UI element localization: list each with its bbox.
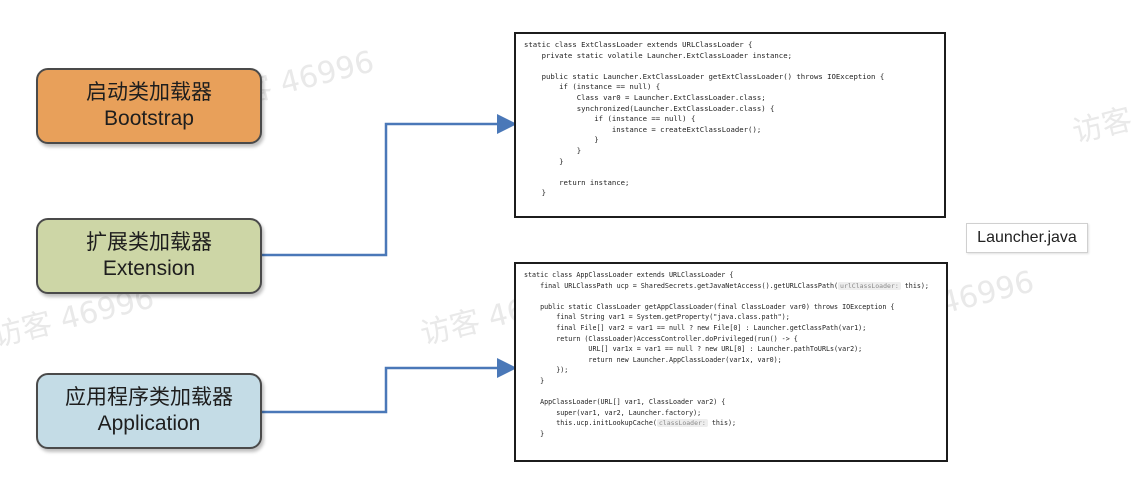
bootstrap-loader-box: 启动类加载器 Bootstrap: [36, 68, 262, 144]
code-line: return instance;: [524, 177, 630, 187]
launcher-java-label: Launcher.java: [966, 223, 1088, 253]
app-classloader-code: static class AppClassLoader extends URLC…: [514, 262, 948, 462]
code-line: public static Launcher.ExtClassLoader ge…: [524, 71, 885, 81]
loader-name-en: Bootstrap: [104, 107, 194, 130]
arrow-extension-to-code: [259, 114, 517, 257]
code-line: static class AppClassLoader extends URLC…: [524, 271, 734, 279]
param-hint: classLoader:: [656, 419, 708, 428]
loader-name-cn: 扩展类加载器: [86, 231, 212, 254]
code-line: });: [524, 366, 569, 375]
code-line: AppClassLoader(URL[] var1, ClassLoader v…: [524, 398, 726, 407]
extension-loader-box: 扩展类加载器 Extension: [36, 218, 262, 294]
code-line: final String var1 = System.getProperty("…: [524, 313, 790, 322]
code-line: }: [524, 376, 545, 385]
ext-classloader-code: static class ExtClassLoader extends URLC…: [514, 32, 946, 218]
application-loader-box: 应用程序类加载器 Application: [36, 373, 262, 449]
arrow-application-to-code: [259, 358, 517, 414]
loader-name-cn: 启动类加载器: [86, 81, 212, 104]
code-line: instance = createExtClassLoader();: [524, 124, 762, 134]
code-line: super(var1, var2, Launcher.factory);: [524, 408, 702, 417]
param-hint: urlClassLoader:: [838, 281, 901, 290]
code-block: static class ExtClassLoader extends URLC…: [524, 40, 936, 199]
code-line: if (instance == null) {: [524, 114, 696, 124]
code-block: static class AppClassLoader extends URLC…: [524, 270, 938, 440]
code-line: Class var0 = Launcher.ExtClassLoader.cla…: [524, 92, 766, 102]
code-line: synchronized(Launcher.ExtClassLoader.cla…: [524, 103, 775, 113]
code-line: }: [524, 145, 582, 155]
code-line: }: [524, 135, 599, 145]
code-line: if (instance == null) {: [524, 82, 661, 92]
code-line: this.ucp.initLookupCache(: [524, 419, 657, 428]
code-line: final File[] var2 = var1 == null ? new F…: [524, 323, 867, 332]
loader-name-en: Application: [97, 412, 201, 435]
code-line: private static volatile Launcher.ExtClas…: [524, 50, 792, 60]
code-line: URL[] var1x = var1 == null ? new URL[0] …: [524, 345, 863, 354]
loader-name-cn: 应用程序类加载器: [65, 386, 233, 409]
code-line: public static ClassLoader getAppClassLoa…: [524, 302, 895, 311]
code-line: return (ClassLoader)AccessController.doP…: [524, 334, 798, 343]
loader-name-en: Extension: [102, 257, 196, 280]
code-line: final URLClassPath ucp = SharedSecrets.g…: [524, 281, 839, 290]
code-line: static class ExtClassLoader extends URLC…: [524, 40, 753, 49]
code-line: }: [524, 429, 545, 438]
code-line: }: [524, 156, 564, 166]
code-line: }: [524, 188, 546, 198]
code-line: this);: [707, 419, 737, 428]
code-line: this);: [900, 281, 929, 290]
code-line: return new Launcher.AppClassLoader(var1x…: [524, 355, 782, 364]
